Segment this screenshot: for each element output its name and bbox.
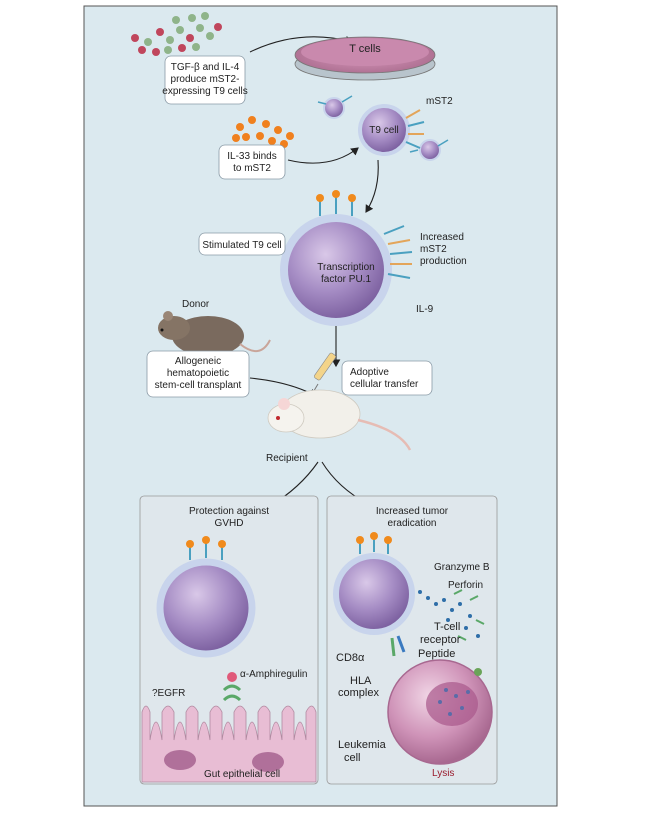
donor-mouse-icon: [158, 311, 271, 356]
il33-label-line1: IL-33 binds: [227, 151, 276, 162]
t9-cell-icon: [358, 104, 425, 156]
peptide-label: Peptide: [418, 648, 455, 660]
granzyme-perforin-icon: [418, 589, 485, 641]
small-cell-icon: [317, 95, 353, 119]
leukemia-label-line2: cell: [344, 752, 361, 764]
gut-cell-label: Gut epithelial cell: [204, 769, 280, 780]
leukemia-cell-icon: [387, 659, 493, 765]
protective-t9-cell-icon: [156, 536, 256, 658]
t9-cell-label: T9 cell: [369, 125, 398, 136]
mst2-label: mST2: [426, 96, 453, 107]
egfr-receptor-icon: [222, 672, 242, 702]
cd8-label: CD8α: [336, 652, 365, 664]
protection-label-line1: Protection against: [189, 506, 269, 517]
stimulated-t9-cell-icon: [280, 190, 413, 326]
gut-epithelium-icon: [141, 705, 317, 783]
stimulated-label: Stimulated T9 cell: [202, 240, 281, 251]
granzyme-label: Granzyme B: [434, 562, 490, 573]
allo-label-line2: hematopoietic: [167, 368, 229, 379]
egfr-label: ?EGFR: [152, 688, 185, 699]
allo-label-line1: Allogeneic: [175, 356, 221, 367]
perforin-label: Perforin: [448, 580, 483, 591]
hla-label-line2: complex: [338, 687, 379, 699]
il9-label: IL-9: [416, 304, 434, 315]
adoptive-label-line1: Adoptive: [350, 367, 389, 378]
il33-beads-icon: [232, 116, 294, 148]
small-cell-icon: [409, 139, 449, 161]
arrow-il33-to-t9: [287, 147, 359, 164]
stimulated-label-box: [198, 232, 286, 256]
recipient-label: Recipient: [266, 453, 308, 464]
allo-label-line3: stem-cell transplant: [155, 380, 242, 391]
tgf-label-line3: expressing T9 cells: [162, 86, 247, 97]
cytotoxic-t9-cell-icon: [333, 532, 415, 657]
arrow-t9-to-stimulated: [365, 159, 379, 213]
recipient-mouse-icon: [267, 389, 412, 451]
increased-label-line1: Increased: [420, 232, 464, 243]
adoptive-label-box: [341, 360, 433, 396]
tgf-label-line2: produce mST2-: [171, 74, 240, 85]
transcription-label-line1: Transcription: [317, 262, 374, 273]
il33-label-line2: to mST2: [233, 163, 271, 174]
tcr-label-line2: receptor: [420, 634, 461, 646]
t-cells-label: T cells: [349, 43, 381, 55]
il33-label-box: [218, 144, 286, 180]
allo-label-box: [146, 350, 250, 398]
hla-label-line1: HLA: [350, 675, 372, 687]
leukemia-label-line1: Leukemia: [338, 739, 387, 751]
increased-label-line3: production: [420, 256, 467, 267]
donor-label: Donor: [182, 299, 210, 310]
amphiregulin-label: α-Amphiregulin: [240, 669, 307, 680]
tcr-label-line1: T-cell: [434, 621, 460, 633]
tgf-label-box: [164, 55, 246, 105]
tumor-label-line1: Increased tumor: [376, 506, 449, 517]
protection-label-line2: GVHD: [215, 518, 244, 529]
petri-dish-icon: [294, 36, 436, 81]
transcription-label-line2: factor PU.1: [321, 274, 371, 285]
lysis-label: Lysis: [432, 768, 454, 779]
cytokine-beads-icon: [131, 12, 222, 56]
increased-label-line2: mST2: [420, 244, 447, 255]
adoptive-label-line2: cellular transfer: [350, 379, 419, 390]
tumor-label-line2: eradication: [388, 518, 437, 529]
tgf-label-line1: TGF-β and IL-4: [171, 62, 240, 73]
syringe-icon: [311, 352, 337, 395]
